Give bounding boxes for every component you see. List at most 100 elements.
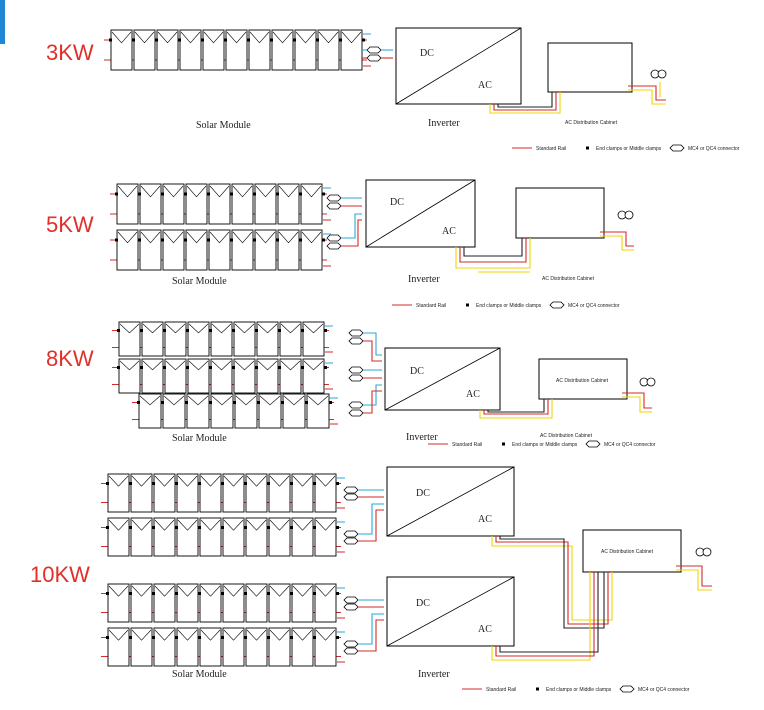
solar-panel <box>306 393 330 429</box>
clamp <box>329 401 332 404</box>
solar-panel <box>208 183 231 225</box>
clamp <box>106 526 109 529</box>
panel-cell-lines <box>234 360 255 371</box>
panel-cell-lines <box>315 475 336 487</box>
clamp <box>313 636 316 639</box>
legend-clamp-label: End clamps or Middle clamps <box>512 442 578 448</box>
solar-panel <box>222 473 245 513</box>
inverter-diagonal <box>395 27 522 105</box>
clamp <box>247 38 250 42</box>
panel-cell-lines <box>232 185 253 198</box>
cable <box>497 92 553 108</box>
solar-panel <box>153 517 176 557</box>
legend-connector-label: MC4 or QC4 connector <box>688 146 740 152</box>
clamp <box>209 366 212 369</box>
panel-cell-lines <box>200 475 221 487</box>
clamp <box>301 366 304 369</box>
cable <box>622 396 652 413</box>
legend-rail-label: Standard Rail <box>536 146 566 152</box>
clamp <box>316 38 319 42</box>
cable <box>628 85 666 101</box>
clamp <box>140 329 143 332</box>
panel-cell-lines <box>301 185 322 198</box>
clamp <box>132 38 135 42</box>
panel-cell-lines <box>292 629 313 641</box>
cable <box>459 238 527 263</box>
mc4-connector-icon <box>348 329 364 337</box>
clamp <box>186 366 189 369</box>
solar-panel <box>258 393 282 429</box>
clamp <box>138 192 141 196</box>
panel-cell-lines <box>255 231 276 244</box>
clamp <box>313 526 316 529</box>
solar-panel <box>202 29 225 71</box>
solar-panel <box>314 627 337 667</box>
solar-panel <box>133 29 156 71</box>
solar-panel <box>245 517 268 557</box>
inverter-label: Inverter <box>428 118 460 129</box>
clamp <box>233 401 236 404</box>
panel-cell-lines <box>246 475 267 487</box>
solar-panel <box>248 29 271 71</box>
cabinet-inner-label: AC Distribution Cabinet <box>556 378 609 384</box>
cable <box>628 89 666 105</box>
clamp <box>198 636 201 639</box>
system-3kw: DC AC Solar Module Inverter AC Distribut… <box>104 27 740 152</box>
clamp <box>267 482 270 485</box>
panel-cell-lines <box>177 585 198 597</box>
panel-cell-lines <box>341 31 362 44</box>
clamp <box>198 592 201 595</box>
inverter-diagonal <box>365 179 476 248</box>
panel-cell-lines <box>108 475 129 487</box>
cable <box>491 536 613 621</box>
clamp <box>305 401 308 404</box>
panel-cell-lines <box>165 323 186 334</box>
legend-clamp-swatch <box>586 146 589 150</box>
panel-cell-lines <box>157 31 178 44</box>
legend-connector-label: MC4 or QC4 connector <box>604 442 656 448</box>
module-row <box>101 517 345 557</box>
solar-panel <box>199 627 222 667</box>
panel-cell-lines <box>200 519 221 531</box>
clamp <box>267 636 270 639</box>
clamp <box>106 482 109 485</box>
panel-cell-lines <box>209 185 230 198</box>
panel-cell-lines <box>163 231 184 244</box>
panel-cell-lines <box>117 231 138 244</box>
panel-cell-lines <box>269 585 290 597</box>
solar-panel <box>291 517 314 557</box>
solar-panel <box>130 517 153 557</box>
solar-panel <box>231 229 254 271</box>
clamp <box>339 38 342 42</box>
solar-panel <box>300 229 323 271</box>
panel-cell-lines <box>186 185 207 198</box>
solar-panel <box>116 229 139 271</box>
solar-panel <box>231 183 254 225</box>
clamp <box>106 636 109 639</box>
clamp <box>163 366 166 369</box>
cable <box>341 213 362 239</box>
solar-panel <box>118 358 141 394</box>
clamp <box>129 526 132 529</box>
clamp <box>117 366 120 369</box>
panel-cell-lines <box>292 585 313 597</box>
mc4-connector-icon <box>326 234 342 242</box>
panel-cell-lines <box>226 31 247 44</box>
cable <box>489 92 561 114</box>
panel-cell-lines <box>111 31 132 44</box>
solar-panel <box>222 517 245 557</box>
solar-panel <box>156 29 179 71</box>
ac-distribution-cabinet <box>582 529 682 573</box>
accent-bar <box>0 0 5 44</box>
panel-cell-lines <box>223 519 244 531</box>
mc4-connector-icon <box>348 374 364 382</box>
clamp <box>115 192 118 196</box>
solar-panel <box>317 29 340 71</box>
panel-cell-lines <box>307 395 329 406</box>
clamp <box>276 238 279 242</box>
clamp <box>184 192 187 196</box>
cable <box>363 390 382 414</box>
